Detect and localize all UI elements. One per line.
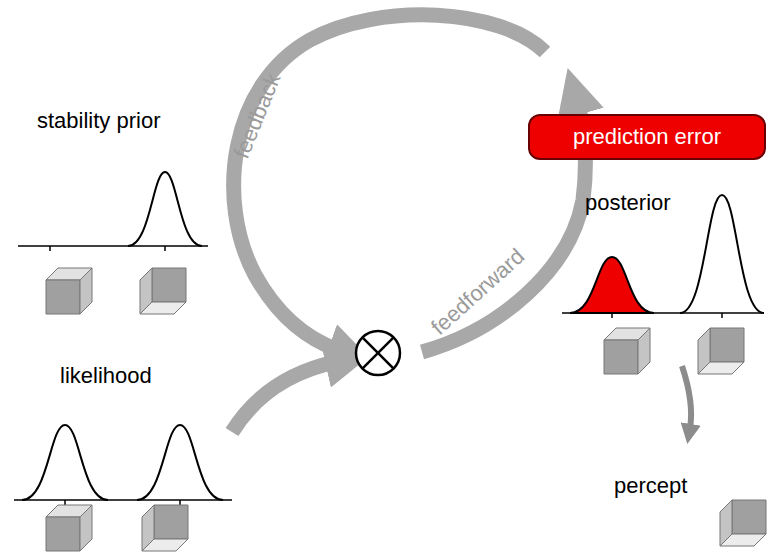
- plot-title: stability prior: [37, 109, 160, 133]
- plot-title: likelihood: [60, 364, 152, 388]
- highlight-box: prediction error: [528, 114, 766, 160]
- plot-title: posterior: [585, 191, 671, 215]
- box-text: prediction error: [573, 125, 721, 149]
- output-label: percept: [614, 474, 687, 498]
